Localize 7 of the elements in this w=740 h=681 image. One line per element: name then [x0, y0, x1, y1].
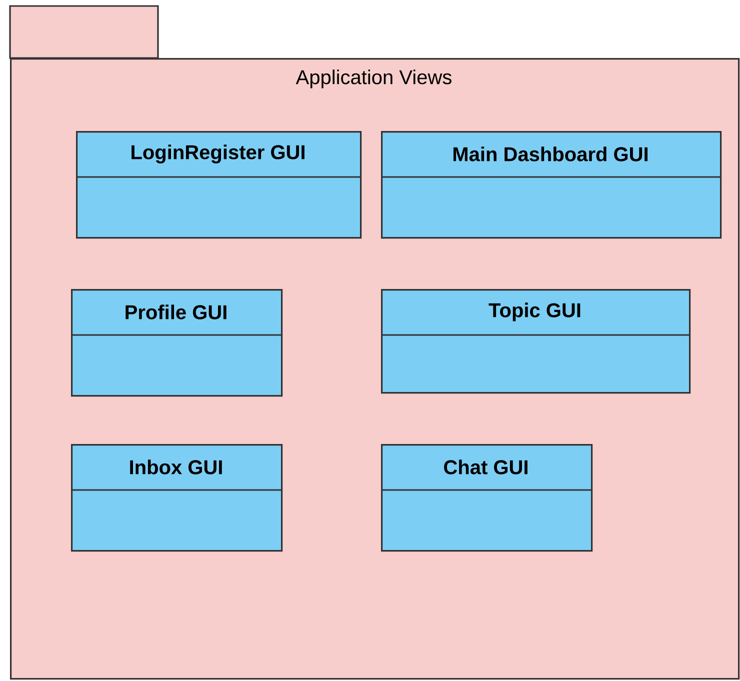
package-title: Application Views	[296, 70, 452, 88]
class-box: Main Dashboard GUI	[381, 131, 722, 239]
class-box: Inbox GUI	[71, 444, 283, 552]
class-box: Profile GUI	[71, 289, 283, 397]
class-box: Chat GUI	[381, 444, 593, 552]
class-box: Topic GUI	[381, 289, 691, 394]
class-box: LoginRegister GUI	[76, 131, 362, 239]
